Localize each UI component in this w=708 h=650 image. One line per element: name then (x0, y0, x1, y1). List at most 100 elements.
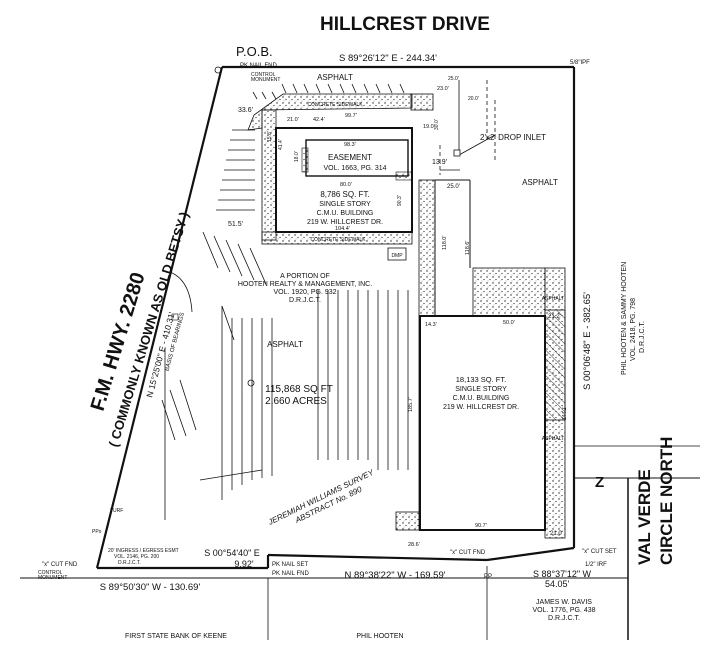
sidewalk-label-2: CONCRETE SIDEWALK (310, 237, 366, 243)
parcel-area-acres: 2.660 ACRES (265, 396, 327, 407)
adjoiner-south-mid: PHIL HOOTEN (356, 633, 403, 640)
dim: 13.9' (432, 159, 447, 166)
ingress-line-1: 20' INGRESS / EGRESS ESMT (108, 548, 179, 554)
dim: 21.0' (287, 117, 299, 123)
dim: 104.4' (335, 226, 350, 232)
parcel-line-1: A PORTION OF (280, 273, 330, 280)
dmp-label: DMP (391, 253, 403, 259)
asphalt-north: ASPHALT (317, 73, 353, 82)
asphalt-small-1: ASPHALT (542, 296, 564, 302)
asphalt-east: ASPHALT (522, 178, 558, 187)
dim: 50.0' (503, 320, 515, 326)
control-monument-top-2: MONUMENT (251, 77, 280, 83)
small-bldg-type: SINGLE STORY (319, 201, 371, 208)
large-bldg-address: 219 W. HILLCREST DR. (443, 404, 519, 411)
bearing-south-mid: N 89°38'22" W - 169.59' (344, 570, 445, 581)
dim: 99.7' (345, 113, 357, 119)
bearing-jog: S 00°54'40" E (204, 548, 260, 558)
cut-set-right: "x" CUT SET (582, 549, 617, 555)
asphalt-small-2: ASPHALT (542, 436, 564, 442)
small-bldg-material: C.M.U. BUILDING (317, 210, 374, 217)
iron-bottom-right: 1/2" IRF (585, 562, 607, 568)
cut-fnd-left: "x" CUT FND (42, 562, 78, 568)
bearing-south-right-dist: 54.05' (545, 579, 570, 589)
pk-nail-set: PK NAIL SET (272, 562, 308, 568)
bearing-south-left: S 89°50'30" W - 130.69' (100, 582, 201, 593)
street-right-label-2: CIRCLE NORTH (657, 437, 676, 565)
dim: 28.6' (408, 542, 420, 548)
dim: 42.4' (313, 117, 325, 123)
parcel-area-sqft: 115,868 SQ FT (265, 384, 333, 395)
z-mark: Z (595, 474, 604, 491)
dim: 51.5' (228, 221, 243, 228)
dim: 19.0' (423, 124, 435, 130)
dim: 14.3' (425, 322, 437, 328)
ppo-label: PPo (92, 529, 102, 535)
adjoiner-east-3: D.R.J.C.T. (639, 321, 646, 353)
bearing-east: S 00°06'48" E - 382.65' (582, 292, 593, 390)
dim: 23.0' (437, 86, 449, 92)
small-building (275, 127, 413, 233)
dim: 15.8' (267, 131, 273, 142)
large-building (419, 179, 546, 531)
control-monument-bottom-2: MONUMENT (38, 575, 67, 581)
ingress-line-2: VOL. 2146, PG. 200 (114, 554, 159, 560)
adjoiner-south-right-2: VOL. 1776, PG. 438 (532, 607, 595, 614)
dim: 118.0' (442, 236, 448, 250)
parking-stripes (202, 83, 405, 285)
adjoiner-south-left: FIRST STATE BANK OF KEENE (125, 633, 227, 640)
small-bldg-area: 8,786 SQ. FT. (320, 190, 369, 199)
dim: 18.0' (294, 151, 300, 162)
pob-label: P.O.B. (236, 44, 273, 59)
dim: 98.3' (344, 142, 356, 148)
dim: 20.0' (468, 96, 479, 102)
adjoiner-east-2: VOL. 2418, PG. 798 (630, 298, 637, 361)
easement-label-2: VOL. 1663, PG. 314 (323, 165, 386, 172)
drop-inlet-label: 2'x2' DROP INLET (480, 133, 546, 142)
ingress-line-3: D.R.J.C.T. (118, 560, 141, 566)
easement-label-1: EASEMENT (328, 153, 372, 162)
parcel-line-2: HOOTEN REALTY & MANAGEMENT, INC. (238, 281, 372, 288)
adjoiner-east-1: PHIL HOOTEN & SAMMY HOOTEN (621, 262, 628, 375)
dim: 21.0' (550, 531, 563, 537)
adjoiner-south-right-1: JAMES W. DAVIS (536, 599, 592, 606)
small-bldg-address: 219 W. HILLCREST DR. (307, 219, 383, 226)
dim: 25.0' (448, 76, 459, 82)
dim: 185.7' (408, 397, 414, 412)
bearing-south-right: S 88°37'12" W (533, 569, 592, 579)
bearing-jog-dist: 9.92' (234, 559, 254, 569)
parking-diagonal (161, 348, 263, 520)
survey-line-1: JEREMIAH WILLIAMS SURVEY (266, 468, 376, 528)
dim: 21.2' (548, 314, 561, 320)
utility-lines (439, 80, 496, 175)
large-bldg-type: SINGLE STORY (455, 386, 507, 393)
bearing-north: S 89°26'12" E - 244.34' (339, 53, 437, 64)
right-road-edge: Z (574, 445, 700, 640)
iron-top-right: 5/8"IPF (570, 60, 590, 66)
control-monument-bottom: CONTROL (38, 570, 63, 576)
pk-nail-fnd-top: PK NAIL FND (240, 63, 277, 69)
control-monument-top: CONTROL (251, 72, 276, 78)
street-top-label: HILLCREST DRIVE (320, 14, 490, 35)
large-bldg-area: 18,133 SQ. FT. (456, 375, 506, 384)
dim: 90.7' (475, 523, 487, 529)
dim: 33.6' (238, 107, 253, 114)
adjoiner-south-right-3: D.R.J.C.T. (548, 615, 580, 622)
pk-nail-fnd-bottom: PK NAIL FND (272, 571, 309, 577)
dimension-labels: 33.6' 21.0' 42.4' 99.7' 23.0' 19.0' 98.3… (228, 76, 568, 548)
sidewalk-label-1: CONCRETE SIDEWALK (307, 102, 363, 108)
dim: 41.4' (278, 139, 284, 150)
parking-rows-center (221, 290, 409, 500)
parcel-line-4: D.R.J.C.T. (289, 297, 321, 304)
dim: 144.1' (562, 406, 568, 420)
dim: 90.3' (397, 195, 403, 206)
large-bldg-material: C.M.U. BUILDING (453, 395, 510, 402)
asphalt-center: ASPHALT (267, 340, 303, 349)
parcel-line-3: VOL. 1920, PG. 932 (273, 289, 336, 296)
dim: 118.6' (465, 241, 471, 255)
dim: 30.0' (434, 119, 440, 130)
pp-bottom: PP (484, 574, 492, 580)
turf-label: TURF (110, 508, 123, 514)
street-right-label-1: VAL VERDE (635, 469, 654, 565)
